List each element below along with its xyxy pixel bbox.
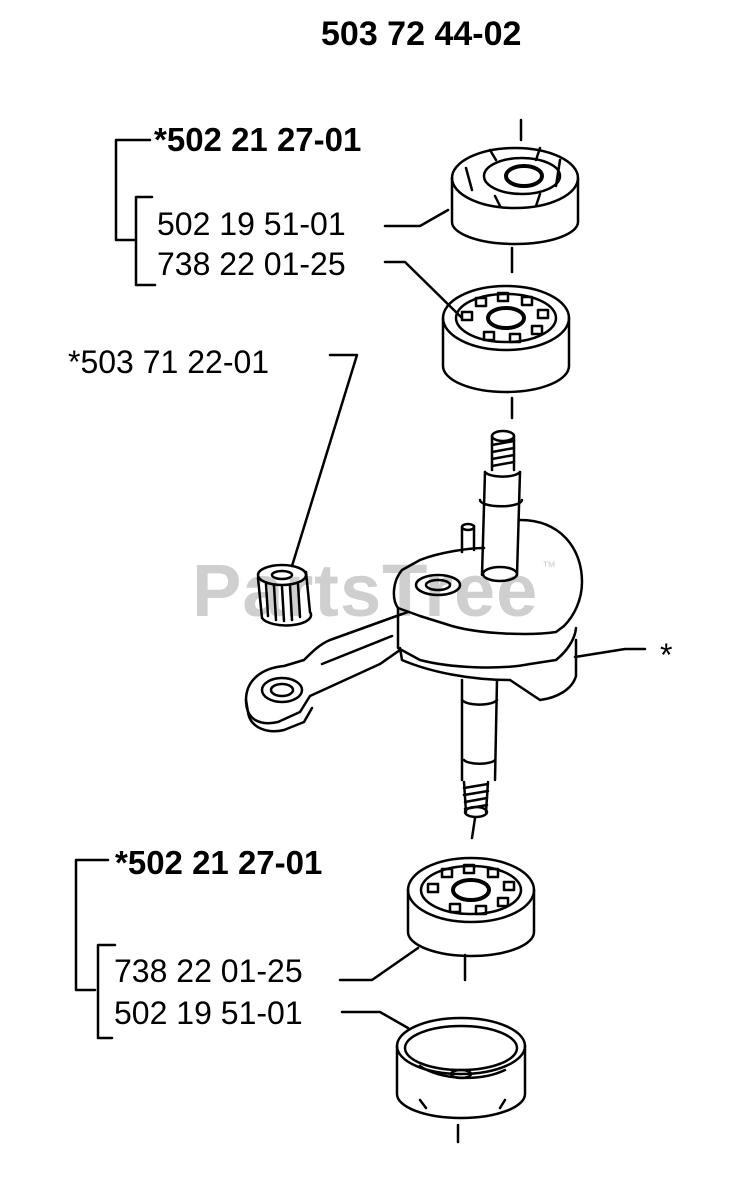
label-top-group: *502 21 27-01 bbox=[154, 121, 362, 158]
needle-bearing-drawing bbox=[256, 563, 313, 627]
leader-needle-bearing bbox=[290, 353, 359, 568]
leader-top-seal bbox=[383, 208, 450, 228]
leader-top-bearing bbox=[383, 260, 464, 320]
leader-crankshaft bbox=[573, 647, 647, 659]
top-group-bracket bbox=[114, 138, 157, 287]
bottom-group-bracket bbox=[74, 858, 117, 1040]
diagram-title: 503 72 44-02 bbox=[321, 15, 522, 53]
top-bearing-drawing bbox=[441, 284, 571, 394]
label-top-seal: 502 19 51-01 bbox=[157, 206, 346, 242]
label-bottom-group: *502 21 27-01 bbox=[115, 844, 323, 881]
bottom-seal-drawing bbox=[395, 1016, 527, 1120]
watermark: PartsTree bbox=[192, 549, 539, 632]
label-bottom-bearing: 738 22 01-25 bbox=[114, 953, 303, 989]
label-bottom-seal: 502 19 51-01 bbox=[114, 995, 303, 1031]
watermark-trademark: ™ bbox=[542, 558, 556, 574]
leader-bottom-seal bbox=[340, 1010, 410, 1030]
label-needle-bearing: *503 71 22-01 bbox=[68, 344, 270, 380]
top-seal-drawing bbox=[450, 146, 580, 246]
leader-bottom-bearing bbox=[338, 946, 420, 982]
bottom-bearing-drawing bbox=[406, 856, 536, 958]
label-crankshaft-asterisk: * bbox=[660, 637, 673, 673]
crankshaft-drawing bbox=[244, 429, 584, 819]
label-top-bearing: 738 22 01-25 bbox=[157, 246, 346, 282]
axis-shaft-bearing bbox=[470, 816, 477, 840]
